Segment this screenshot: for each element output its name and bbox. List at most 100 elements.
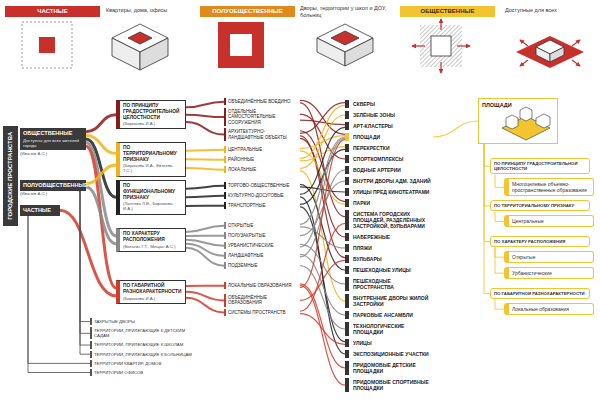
flow-line	[495, 174, 504, 187]
node-text: Многоцелевые объемно-пространственные об…	[512, 181, 590, 193]
node-text: ТОРГОВО-ОБЩЕСТВЕННЫЕ	[228, 183, 298, 188]
node-text: ОТКРЫТЫЕ	[228, 223, 298, 228]
node-text: ЛОКАЛЬНЫЕ ОБРАЗОВАНИЯ	[228, 283, 298, 288]
branch-box: ПО ПРИНЦИПУ ГРАДОСТРОИТЕЛЬНОЙ ЦЕЛОСТНОСТ…	[490, 158, 590, 174]
author-note: (Иванов А.С.)	[20, 191, 70, 196]
node-text: ПЛОЩАДИ	[482, 102, 554, 109]
node-text: АРТ-КЛАСТЕРЫ	[353, 123, 431, 129]
flow-line	[495, 299, 504, 309]
focus-box: ПЛОЩАДИ	[478, 98, 558, 144]
flow-line	[433, 121, 478, 137]
subcategory-label: РАЙОННЫЕ	[224, 156, 300, 163]
flow-line	[300, 207, 345, 342]
flow-line	[495, 247, 504, 273]
node-text: БУЛЬВАРЫ	[353, 256, 431, 262]
node-text: ПО ПРИНЦИПУ ГРАДОСТРОИТЕЛЬНОЙ ЦЕЛОСТНОСТ…	[123, 103, 182, 120]
subcategory-label: УРБАНИСТИЧЕСКИЕ	[224, 242, 300, 249]
node-text: ПО ХАРАКТЕРУ РАСПОЛОЖЕНИЯ	[123, 231, 182, 243]
node-text: АРХИТЕКТУРНО-ЛАНДШАФТНЫЕ ОБЪЕКТЫ	[228, 129, 298, 140]
flow-line	[80, 191, 90, 322]
classification-box: ПО ТЕРРИТОРИАЛЬНОМУ ПРИЗНАКУ(Бирюкова И.…	[116, 142, 186, 177]
flow-line	[186, 235, 224, 237]
leaf-box: Центральные	[504, 215, 594, 227]
node-text: КУЛЬТУРНО-ДОСУГОВЫЕ	[228, 193, 298, 198]
node-text: ПАРКИ	[353, 200, 431, 206]
space-item: АРТ-КЛАСТЕРЫ	[345, 122, 433, 130]
leaf-box: Многоцелевые объемно-пространственные об…	[504, 178, 594, 196]
category-header: ОБЩЕСТВЕННЫЕ	[400, 6, 495, 17]
subcategory-label: ЛОКАЛЬНЫЕ ОБРАЗОВАНИЯ	[224, 282, 300, 289]
territory-label: ТЕРРИТОРИИ ОФИСОВ	[90, 369, 202, 376]
space-item: ПАРКОВЫЕ АНСАМБЛИ	[345, 311, 433, 319]
flow-line	[300, 105, 345, 158]
node-text: Открытые	[512, 254, 590, 260]
node-text: ПЛЯЖИ	[353, 245, 431, 251]
subcategory-label: КУЛЬТУРНО-ДОСУГОВЫЕ	[224, 192, 300, 199]
flow-line	[300, 149, 345, 204]
flow-line	[80, 191, 90, 355]
flow-line	[186, 298, 224, 313]
branch-box: ПО ГАБАРИТНОЙ РАЗНОХАРАКТЕРНОСТИ	[490, 288, 590, 299]
category-description: Квартиры, дома, офисы	[106, 7, 194, 14]
subcategory-label: ОБЪЕДИНЁННЫЕ ВОЕДИНО	[224, 98, 300, 105]
flow-line	[86, 115, 116, 132]
flow-line	[300, 314, 345, 345]
leaf-box: Локальные образования	[504, 303, 594, 315]
node-text: (Лаптева Л.В., Бирюкова И.А.)	[123, 201, 182, 211]
node-text: Локальные образования	[512, 306, 590, 312]
space-type-box: ОБЩЕСТВЕННЫЕДоступны для всех жителей го…	[20, 128, 86, 150]
node-text: ПО ТЕРРИТОРИАЛЬНОМУ ПРИЗНАКУ	[123, 145, 182, 162]
flow-line	[300, 138, 345, 247]
space-item: БУЛЬВАРЫ	[345, 255, 433, 263]
subcategory-label: ЦЕНТРАЛЬНЫЕ	[224, 146, 300, 153]
node-text: ПО ФУНКЦИОНАЛЬНОМУ ПРИЗНАКУ	[123, 183, 182, 200]
space-item: УЛИЦЫ	[345, 339, 433, 347]
node-text: УЛИЦЫ	[353, 340, 431, 346]
category-description: Доступные для всех	[505, 7, 595, 14]
node-text: ЭКСПОЗИЦИОННЫЕ УЧАСТКИ	[353, 351, 431, 357]
node-text: СПОРТКОМПЛЕКСЫ	[353, 156, 431, 162]
space-item: ПЛЯЖИ	[345, 244, 433, 252]
node-text: ЛАНДШАФТНЫЕ	[228, 253, 298, 258]
subcategory-label: ОТДЕЛЬНЫЕ САМОСТОЯТЕЛЬНЫЕ СООРУЖЕНИЯ	[224, 108, 300, 126]
node-text: СКВЕРЫ	[353, 101, 431, 107]
space-item: ПЛОЩАДИ	[345, 133, 433, 141]
node-text: ЦЕНТРАЛЬНЫЕ	[228, 147, 298, 152]
category-description: Дворы, территории у школ и ДОУ, больниц	[300, 5, 395, 18]
node-text: ТЕРРИТОРИИ, ПРИЛЕГАЮЩИЕ К ДЕТСКИМ САДАМ	[94, 328, 200, 338]
node-text: ОБЪЕДИНЁННЫЕ ВОЕДИНО	[228, 99, 298, 104]
node-text: ПАРКОВЫЕ АНСАМБЛИ	[353, 312, 431, 318]
flow-line	[86, 187, 116, 244]
node-text: ГОРОДСКИЕ ПРОСТРАНСТВА	[7, 132, 14, 220]
node-text: ПО ПРИНЦИПУ ГРАДОСТРОИТЕЛЬНОЙ ЦЕЛОСТНОСТ…	[494, 161, 586, 171]
flow-line	[300, 266, 345, 329]
node-text: ПОДЗЕМНЫЕ	[228, 263, 298, 268]
node-text: Урбанистические	[512, 270, 590, 276]
space-item: ПРИДОМОВЫЕ СПОРТИВНЫЕ ПЛОЩАДКИ	[345, 378, 433, 392]
flow-line	[186, 186, 224, 189]
space-item: ЗЕЛЁНЫЕ ЗОНЫ	[345, 111, 433, 119]
node-text: ПО ТЕРРИТОРИАЛЬНОМУ ПРИЗНАКУ	[494, 203, 586, 208]
space-item: ЭКСПОЗИЦИОННЫЕ УЧАСТКИ	[345, 350, 433, 358]
flow-line	[80, 191, 90, 334]
flow-line	[300, 127, 345, 194]
node-text: ТЕРРИТОРИИ КВАРТИР, ДОМОВ	[94, 361, 200, 366]
territory-label: ТЕРРИТОРИИ КВАРТИР, ДОМОВ	[90, 360, 202, 367]
flow-line	[186, 205, 224, 207]
category-header: ЧАСТНЫЕ	[5, 6, 100, 17]
subcategory-label: ОТКРЫТЫЕ	[224, 222, 300, 229]
node-text: ПЕШЕХОДНЫЕ УЛИЦЫ	[353, 267, 431, 273]
leaf-box: Урбанистические	[504, 267, 594, 279]
flow-line	[495, 247, 504, 257]
flow-line	[186, 168, 224, 170]
space-type-box: ПОЛУОБЩЕСТВЕННЫЕ	[20, 180, 86, 191]
node-text: СИСТЕМА ГОРОДСКИХ ПЛОЩАДЕЙ, РАЗДЕЛЁННЫХ …	[353, 211, 431, 229]
flow-line	[186, 244, 224, 256]
flow-line	[300, 284, 345, 368]
classification-box: ПО ФУНКЦИОНАЛЬНОМУ ПРИЗНАКУ(Лаптева Л.В.…	[116, 180, 186, 215]
space-item: СПОРТКОМПЛЕКСЫ	[345, 155, 433, 163]
flow-line	[300, 181, 345, 236]
subcategory-label: ЛАНДШАФТНЫЕ	[224, 252, 300, 259]
subcategory-label: ПОДЗЕМНЫЕ	[224, 262, 300, 269]
space-item: ПЕРЕКРЕСТКИ	[345, 144, 433, 152]
